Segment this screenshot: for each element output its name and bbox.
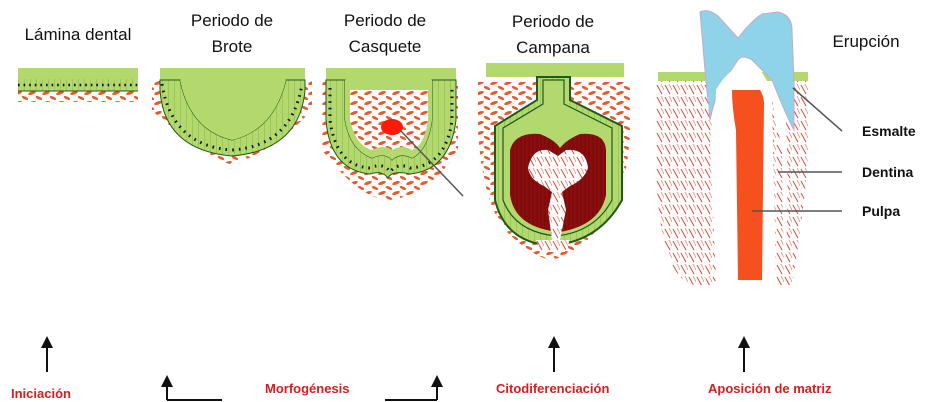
erupcion-figure — [656, 10, 843, 285]
up-arrow-icon — [41, 336, 53, 372]
casquete-figure — [322, 68, 464, 200]
phase-aposicion: Aposición de matriz — [708, 381, 832, 396]
title-casquete-line2: Casquete — [349, 37, 422, 56]
label-pulpa: Pulpa — [862, 203, 900, 219]
phase-citodiferenciacion: Citodiferenciación — [496, 381, 609, 396]
bent-arrow-icon — [161, 375, 222, 401]
stage-titles: Lámina dental Periodo de Brote Periodo d… — [25, 11, 900, 57]
campana-figure — [478, 63, 630, 260]
phase-iniciacion: Iniciación — [11, 386, 71, 401]
up-arrow-icon — [548, 336, 560, 372]
title-brote-line1: Periodo de — [191, 11, 273, 30]
title-lamina: Lámina dental — [25, 25, 132, 44]
label-dentina: Dentina — [862, 164, 914, 180]
phase-arrows — [41, 336, 750, 401]
phase-morfogenesis: Morfogénesis — [265, 381, 350, 396]
brote-figure — [152, 68, 312, 165]
label-esmalte: Esmalte — [862, 123, 916, 139]
title-campana-line2: Campana — [516, 38, 590, 57]
up-arrow-icon — [738, 336, 750, 372]
lamina-dental-figure — [18, 68, 138, 102]
title-brote-line2: Brote — [212, 37, 253, 56]
title-casquete-line1: Periodo de — [344, 11, 426, 30]
title-campana-line1: Periodo de — [512, 12, 594, 31]
title-erupcion: Erupción — [832, 32, 899, 51]
bent-arrow-icon — [385, 375, 443, 401]
